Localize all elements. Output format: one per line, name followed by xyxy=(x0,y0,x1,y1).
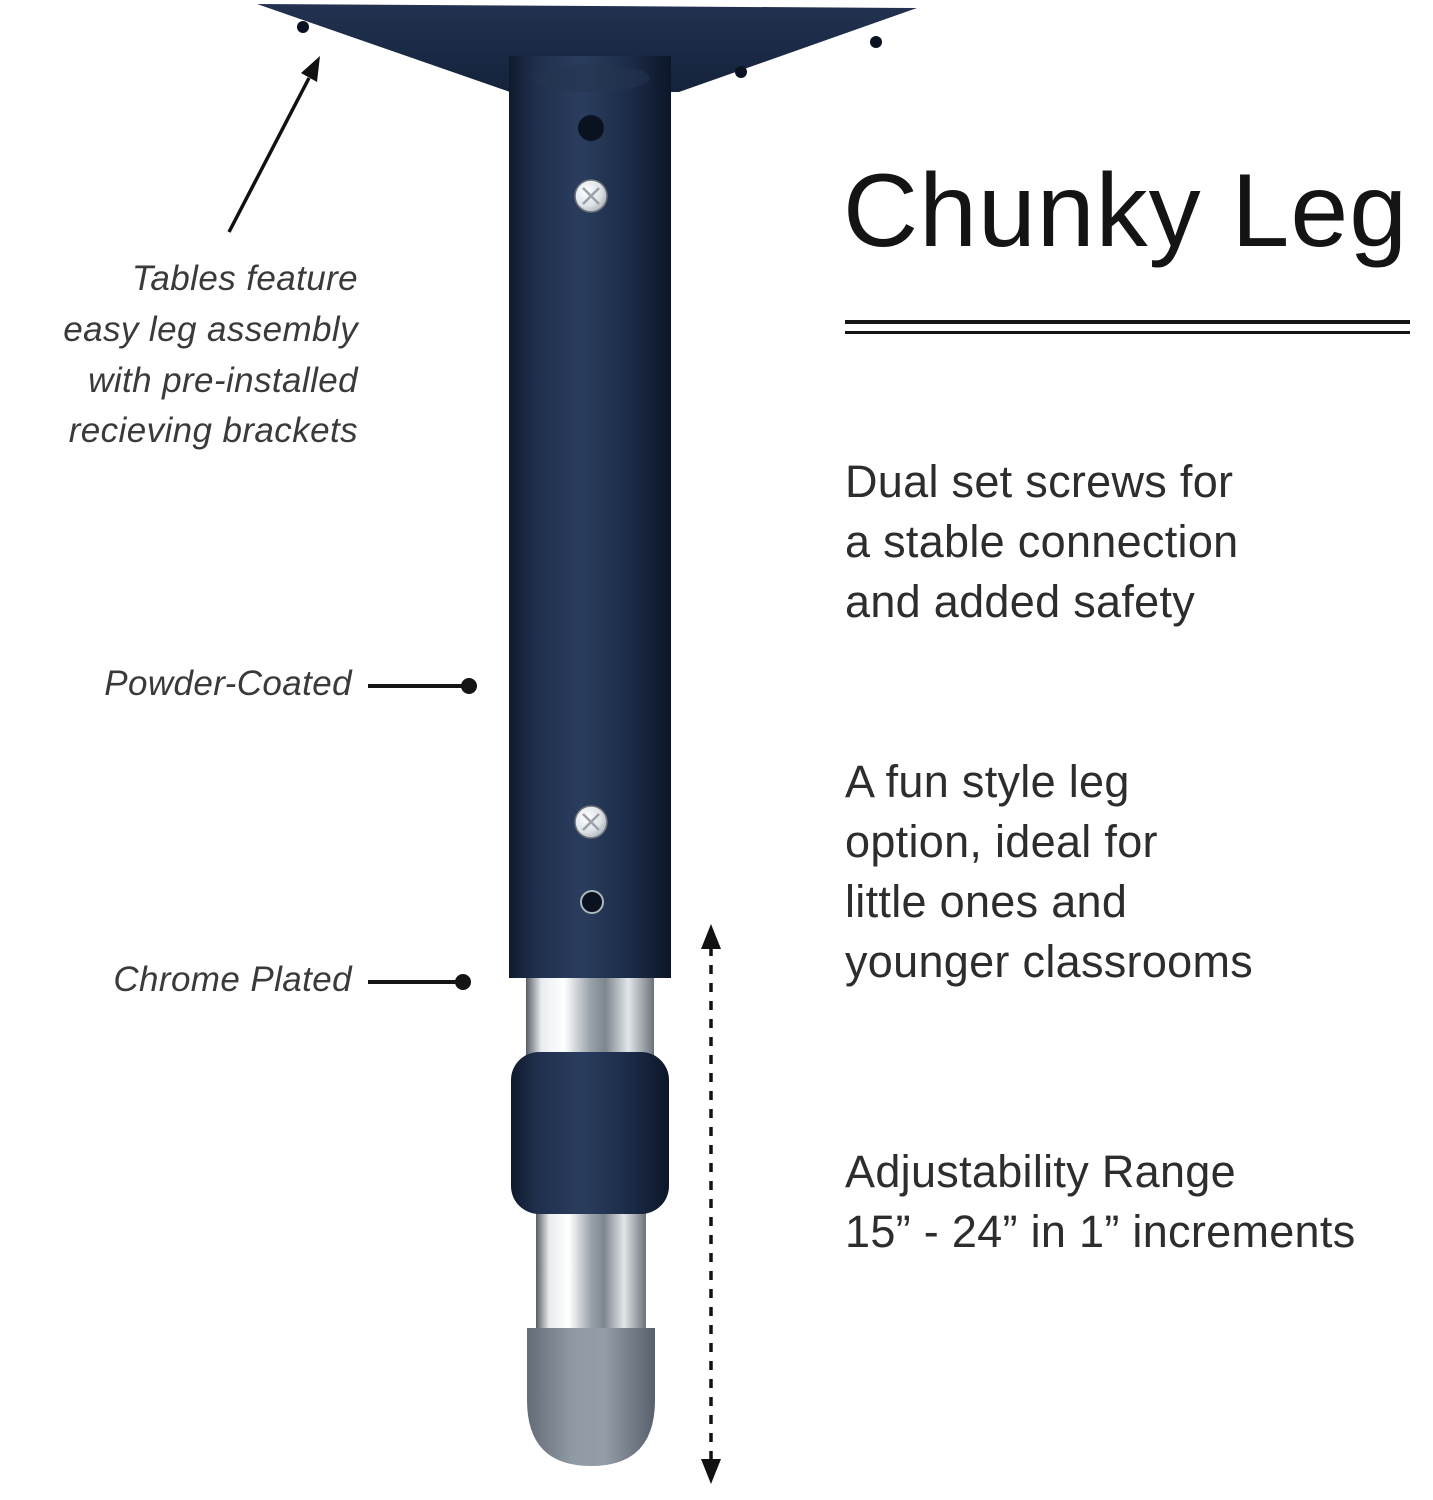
callout-dot xyxy=(455,974,471,990)
chrome-plated-callout-line xyxy=(368,974,471,990)
plate-screw-hole xyxy=(297,21,309,33)
chrome-tube-lower xyxy=(536,1200,646,1338)
adjustability-range-arrow xyxy=(701,924,721,1484)
feature-adjustability: Adjustability Range 15” - 24” in 1” incr… xyxy=(845,1146,1356,1257)
callout-assembly-note: Tables feature easy leg assembly with pr… xyxy=(63,259,358,451)
set-screw-hole-top xyxy=(578,115,604,141)
foot-cap xyxy=(527,1328,655,1466)
weld-joint xyxy=(534,64,650,92)
product-title: Chunky Leg xyxy=(843,153,1409,269)
powder-coated-callout-line xyxy=(368,678,477,694)
plate-screw-hole xyxy=(735,66,747,78)
feature-fun-style: A fun style leg option, ideal for little… xyxy=(845,756,1254,987)
bracket-pointer-arrow xyxy=(227,56,320,233)
plate-screw-hole xyxy=(870,36,882,48)
mounting-plate xyxy=(257,4,917,92)
feature-dual-screws: Dual set screws for a stable connection … xyxy=(845,456,1239,627)
title-divider xyxy=(845,320,1410,334)
callout-dot xyxy=(461,678,477,694)
adjustment-pin-hole xyxy=(580,890,604,914)
callout-chrome-plated: Chrome Plated xyxy=(113,960,352,999)
screw-cross-lower xyxy=(582,813,600,831)
screw-cross-upper xyxy=(582,187,600,205)
callout-powder-coated: Powder-Coated xyxy=(104,664,352,703)
leg-collar xyxy=(511,1052,669,1214)
